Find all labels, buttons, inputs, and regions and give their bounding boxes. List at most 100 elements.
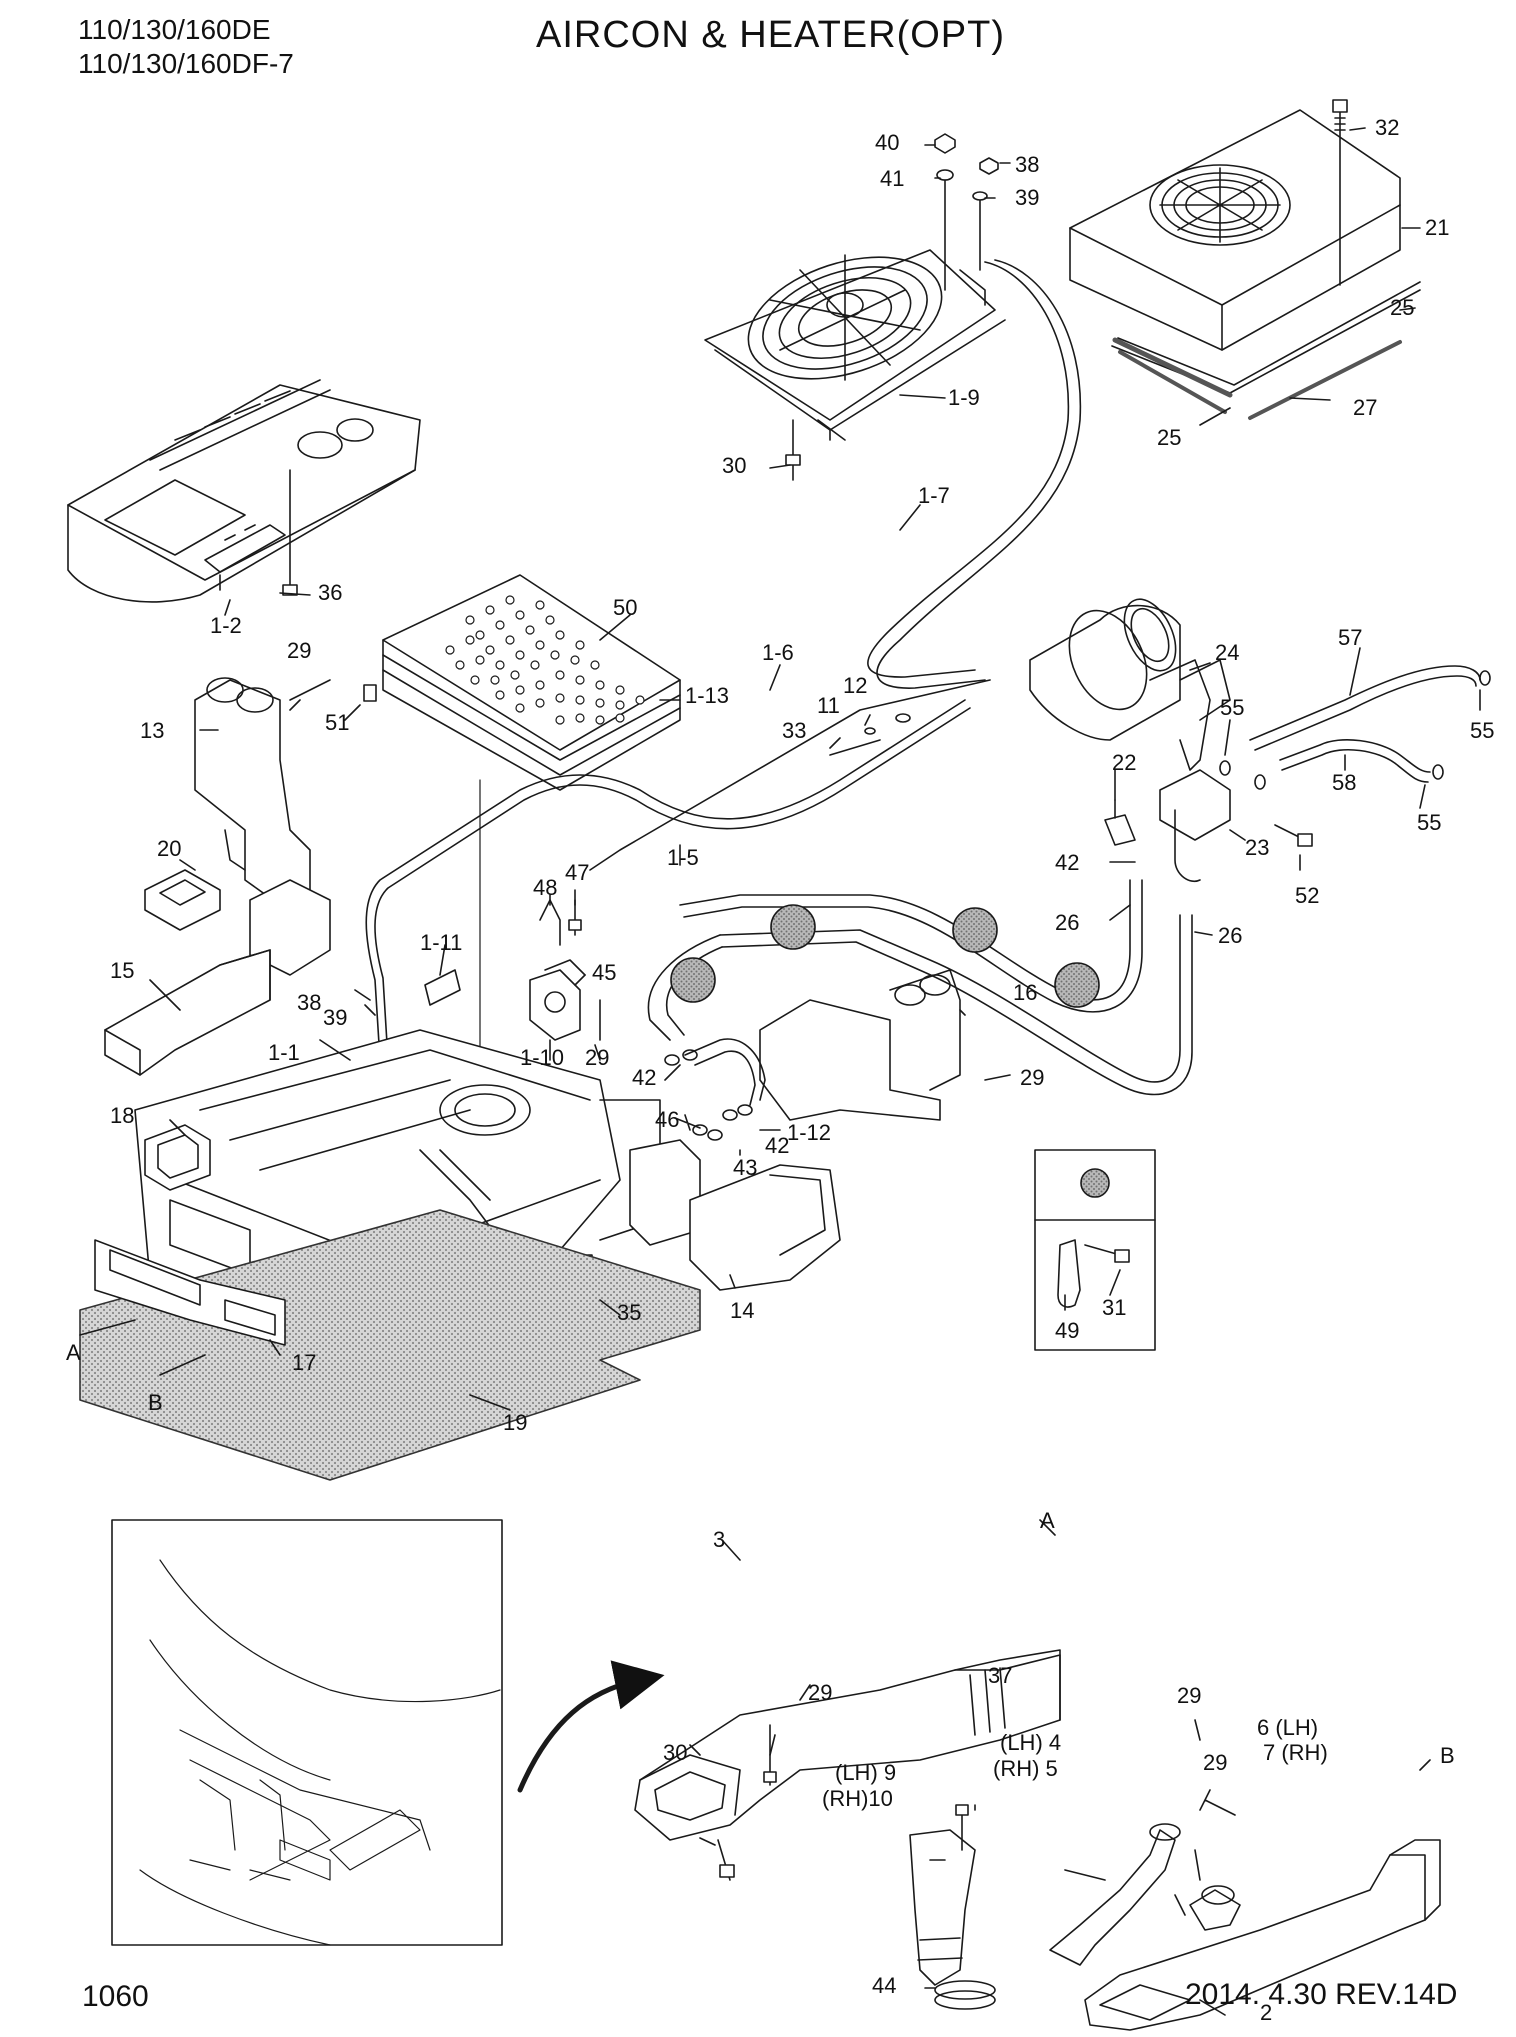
cab-view-inset bbox=[111, 1519, 503, 1946]
water-valve-23 bbox=[1159, 769, 1231, 882]
callout-25: 25 bbox=[1390, 295, 1414, 320]
callout-45: 45 bbox=[592, 960, 616, 985]
callout-1-10: 1-10 bbox=[520, 1045, 564, 1070]
callout-44: 44 bbox=[872, 1973, 896, 1998]
callout-39: 39 bbox=[1015, 185, 1039, 210]
hose-1-5 bbox=[365, 699, 966, 1061]
bracket-48 bbox=[539, 899, 561, 946]
screw-36 bbox=[282, 469, 298, 596]
gasket-20 bbox=[144, 869, 221, 931]
duct-14 bbox=[689, 1164, 841, 1291]
gasket-strip bbox=[1112, 337, 1233, 398]
clamp-55 bbox=[1254, 774, 1266, 790]
gasket-18 bbox=[144, 1124, 211, 1191]
page-number: 1060 bbox=[82, 1980, 149, 2013]
hose-clip-marker bbox=[670, 957, 716, 1003]
hose-57 bbox=[1249, 665, 1481, 741]
callout-11: 11 bbox=[817, 693, 840, 718]
hose-1-5 bbox=[374, 707, 971, 1061]
callout-55: 55 bbox=[1417, 810, 1441, 835]
hose-clip-marker bbox=[952, 907, 998, 953]
hose-26 bbox=[683, 879, 1143, 1013]
hose-1-7 bbox=[876, 259, 1082, 689]
hose-1-6 bbox=[589, 679, 991, 871]
callout-B: B bbox=[148, 1390, 163, 1415]
callout-31: 31 bbox=[1102, 1295, 1126, 1320]
callout-A: A bbox=[1040, 1508, 1055, 1533]
pipe-1-12 bbox=[684, 1038, 766, 1101]
callout-37: 37 bbox=[988, 1663, 1012, 1688]
callout-29: 29 bbox=[1177, 1683, 1201, 1708]
callout-55: 55 bbox=[1470, 718, 1494, 743]
base-pad-19 bbox=[79, 1209, 701, 1481]
callout-36: 36 bbox=[318, 580, 342, 605]
o-ring-12 bbox=[895, 713, 911, 723]
callout-2: 2 bbox=[1260, 2000, 1272, 2025]
callout-30: 30 bbox=[722, 453, 746, 478]
page-title: AIRCON & HEATER(OPT) bbox=[536, 14, 1005, 56]
model-number-line-2: 110/130/160DF-7 bbox=[78, 48, 294, 79]
callout-1-5: 1-5 bbox=[667, 845, 699, 870]
callout-labels: 32 21 25 27 25 40 41 38 39 1-9 30 1-7 36… bbox=[66, 115, 1494, 2025]
bolt-30 bbox=[785, 419, 801, 481]
callout-39: 39 bbox=[323, 1005, 347, 1030]
bracket-24 bbox=[1149, 659, 1211, 771]
callout-38: 38 bbox=[1015, 152, 1039, 177]
condenser-cover-unit bbox=[1069, 109, 1421, 394]
callout-18: 18 bbox=[110, 1103, 134, 1128]
callout-42: 42 bbox=[765, 1133, 789, 1158]
pipe-1-12 bbox=[694, 1050, 756, 1106]
callout-15: 15 bbox=[110, 958, 134, 983]
callout-46: 46 bbox=[655, 1107, 679, 1132]
callout-7-rh: 7 (RH) bbox=[1263, 1740, 1328, 1765]
duct-2 bbox=[1084, 1839, 1441, 2031]
revision-date: 2014. 4.30 REV.14D bbox=[1185, 1978, 1458, 2011]
callout-26: 26 bbox=[1218, 923, 1242, 948]
duct-3 bbox=[634, 1649, 1061, 1841]
hose-26 bbox=[679, 879, 1131, 1001]
hose-26 bbox=[719, 914, 1181, 1083]
callout-29: 29 bbox=[1203, 1750, 1227, 1775]
callout-1-12: 1-12 bbox=[787, 1120, 831, 1145]
callout-20: 20 bbox=[157, 836, 181, 861]
gasket-strip bbox=[1248, 340, 1402, 420]
hose-1-7 bbox=[867, 261, 1070, 678]
callout-35: 35 bbox=[617, 1300, 641, 1325]
callout-21: 21 bbox=[1425, 215, 1449, 240]
screw-47 bbox=[568, 899, 582, 936]
screw-29-duct4 bbox=[1194, 1849, 1201, 1881]
callout-55: 55 bbox=[1220, 695, 1244, 720]
filter-50-holes bbox=[445, 595, 645, 725]
duct-9-10 bbox=[909, 1829, 976, 1986]
screw-29-duct6 bbox=[1174, 1894, 1186, 1916]
callout-27: 27 bbox=[1353, 395, 1377, 420]
callout-1-11: 1-11 bbox=[420, 930, 462, 955]
callout-29: 29 bbox=[1020, 1065, 1044, 1090]
callout-1-1: 1-1 bbox=[268, 1040, 300, 1065]
callout-48: 48 bbox=[533, 875, 557, 900]
callout-42: 42 bbox=[632, 1065, 656, 1090]
callout-19: 19 bbox=[503, 1410, 527, 1435]
callout-4-lh: (LH) 4 bbox=[1000, 1730, 1061, 1755]
callout-33: 33 bbox=[782, 718, 806, 743]
callout-10-rh: (RH)10 bbox=[822, 1786, 893, 1811]
cab-view-sketch bbox=[139, 1559, 501, 1946]
callout-58: 58 bbox=[1332, 770, 1356, 795]
callout-29: 29 bbox=[808, 1680, 832, 1705]
callout-38: 38 bbox=[297, 990, 321, 1015]
screw-29-filter bbox=[289, 679, 331, 701]
clamp-55 bbox=[1219, 760, 1231, 776]
dash-panel bbox=[67, 379, 421, 603]
bolt-52 bbox=[1274, 824, 1313, 847]
duct-15 bbox=[104, 949, 271, 1076]
compressor bbox=[1029, 598, 1231, 741]
gasket-17 bbox=[94, 1239, 286, 1346]
hose-58 bbox=[1279, 739, 1431, 773]
callout-41: 41 bbox=[880, 166, 904, 191]
hose-26 bbox=[721, 914, 1193, 1096]
callout-40: 40 bbox=[875, 130, 899, 155]
duct-6-7 bbox=[1189, 1885, 1241, 1931]
callout-57: 57 bbox=[1338, 625, 1362, 650]
